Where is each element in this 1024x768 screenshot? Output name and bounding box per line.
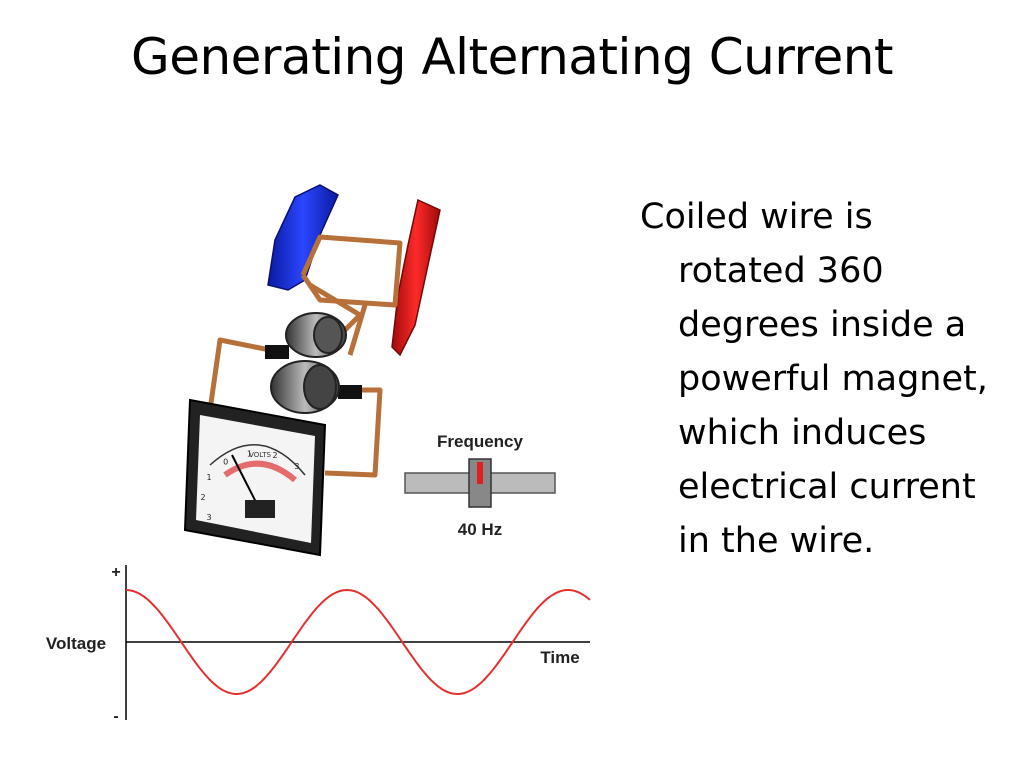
meter-scale-tick: 3 bbox=[294, 462, 299, 471]
bullet-line: electrical current bbox=[678, 467, 976, 507]
meter-scale-tick: 2 bbox=[200, 493, 205, 502]
meter-scale-tick: 1 bbox=[247, 450, 252, 459]
generator-svg: VOLTS 3 2 1 0 1 2 3 Frequency 40 Hz + - Voltag… bbox=[46, 184, 591, 725]
meter-label: VOLTS bbox=[249, 451, 271, 459]
y-axis-label: Voltage bbox=[46, 634, 106, 653]
bullet-line: powerful magnet, bbox=[678, 359, 988, 399]
meter-scale-tick: 1 bbox=[206, 473, 211, 482]
bullet-first-line: Coiled wire is bbox=[640, 197, 873, 237]
south-pole-magnet bbox=[391, 198, 441, 357]
slip-rings bbox=[270, 312, 347, 414]
meter-scale-tick: 2 bbox=[272, 451, 277, 460]
brush-right bbox=[338, 385, 362, 399]
bullet-line: degrees inside a bbox=[678, 305, 967, 345]
bullet-continuation: rotated 360 degrees inside a powerful magn… bbox=[640, 244, 1012, 568]
voltage-sine-wave bbox=[125, 588, 591, 696]
frequency-label: Frequency bbox=[437, 432, 524, 451]
y-axis-minus: - bbox=[113, 708, 118, 725]
slide-title: Generating Alternating Current bbox=[130, 28, 894, 86]
bullet-line: in the wire. bbox=[678, 521, 875, 561]
bullet-line: which induces bbox=[678, 413, 927, 453]
voltmeter: VOLTS bbox=[183, 398, 327, 557]
meter-scale-tick: 0 bbox=[223, 457, 228, 466]
voltage-time-chart: + - Voltage Time bbox=[46, 564, 591, 725]
frequency-value: 40 Hz bbox=[458, 520, 502, 539]
rotating-coil bbox=[300, 234, 403, 356]
x-axis-label: Time bbox=[540, 648, 579, 667]
meter-scale: 3 2 1 0 1 2 3 bbox=[200, 450, 299, 523]
generator-illustration: VOLTS 3 2 1 0 1 2 3 Frequency 40 Hz + - Voltag… bbox=[20, 155, 600, 735]
frequency-slider-thumb[interactable] bbox=[468, 458, 492, 508]
circuit-wire bbox=[207, 337, 383, 478]
north-pole-magnet bbox=[267, 184, 339, 291]
bullet-line: rotated 360 bbox=[678, 251, 884, 291]
meter-scale-tick: 3 bbox=[206, 513, 211, 522]
bullet-text: Coiled wire is rotated 360 degrees inside… bbox=[640, 190, 1012, 568]
brush-left bbox=[265, 345, 289, 359]
y-axis-plus: + bbox=[111, 564, 120, 581]
